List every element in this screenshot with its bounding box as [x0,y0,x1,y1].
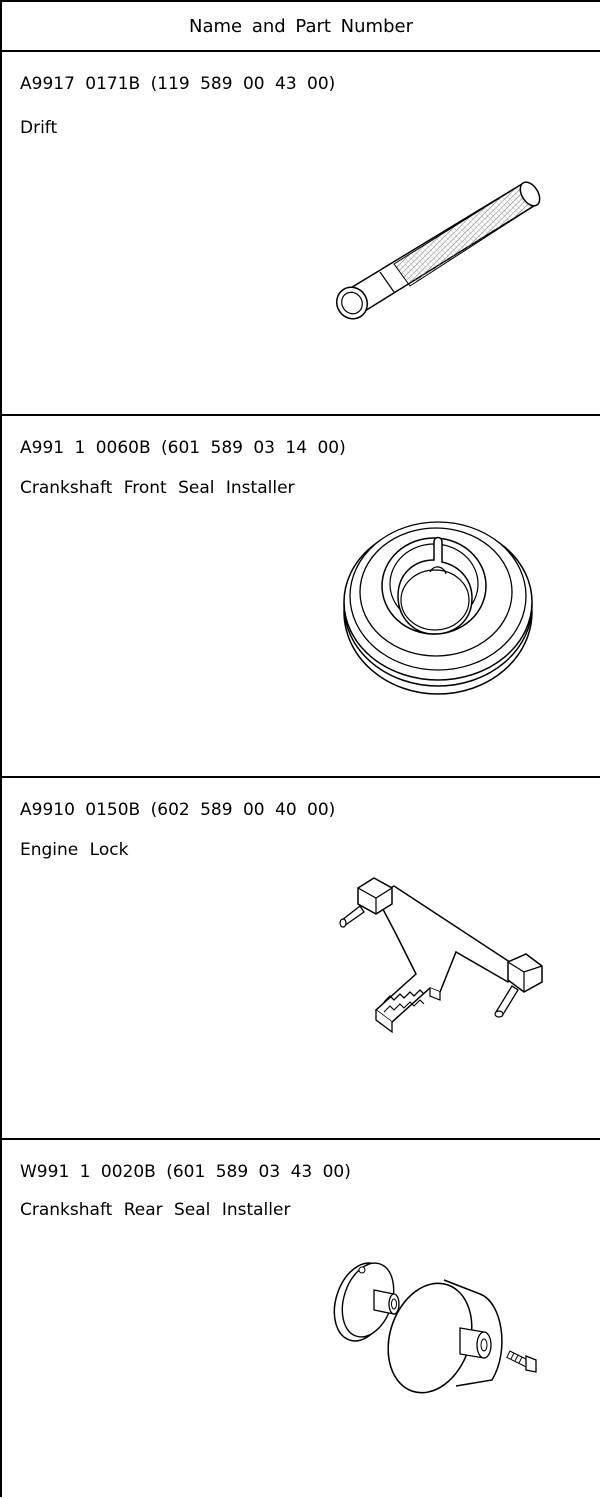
seal-installer-icon [338,516,538,696]
engine-lock-icon [336,874,550,1044]
tool-row-rear-seal-installer: W991 1 0020B (601 589 03 43 00) Cranksha… [2,1140,600,1499]
tool-row-drift: A9917 0171B (119 589 00 43 00) Drift [2,52,600,414]
row-divider [2,776,600,778]
rear-seal-installer-icon [332,1240,542,1400]
row-divider [2,414,600,416]
drift-icon [332,162,552,322]
tool-name: Drift [20,118,58,138]
tool-row-front-seal-installer: A991 1 0060B (601 589 03 14 00) Cranksha… [2,416,600,776]
part-number: A991 1 0060B (601 589 03 14 00) [20,438,346,458]
row-divider [2,1138,600,1140]
part-number: W991 1 0020B (601 589 03 43 00) [20,1162,351,1182]
column-header-label: Name and Part Number [189,15,413,37]
tool-name: Crankshaft Rear Seal Installer [20,1200,291,1220]
tool-name: Engine Lock [20,840,129,860]
tool-name: Crankshaft Front Seal Installer [20,478,295,498]
column-header: Name and Part Number [2,2,600,52]
part-number: A9910 0150B (602 589 00 40 00) [20,800,336,820]
part-number: A9917 0171B (119 589 00 43 00) [20,74,336,94]
tool-row-engine-lock: A9910 0150B (602 589 00 40 00) Engine Lo… [2,778,600,1138]
